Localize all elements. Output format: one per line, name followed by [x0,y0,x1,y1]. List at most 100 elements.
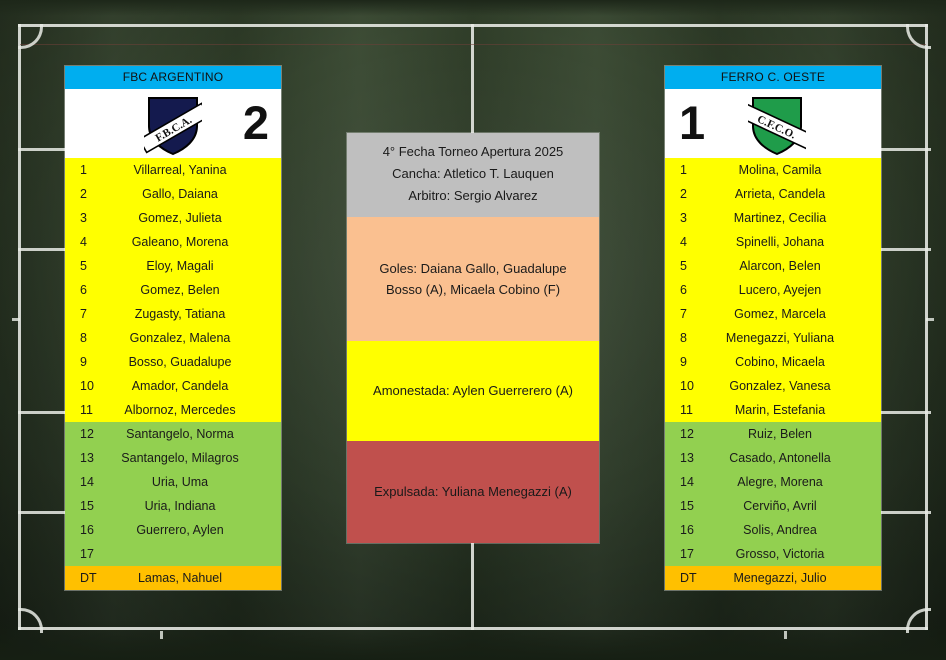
player-number: 4 [80,235,87,249]
pitch-tick-bottom-right [784,631,787,639]
ferro-carril-oeste-crest-icon: C.F.C.O. [739,94,815,156]
player-number: 15 [80,499,94,513]
player-number: 12 [680,427,694,441]
home-team-name: FBC ARGENTINO [65,66,281,89]
player-number: 16 [680,523,694,537]
player-number: 11 [80,403,93,417]
player-number: 6 [80,283,87,297]
player-name: Bosso, Guadalupe [128,355,232,369]
booked-block: Amonestada: Aylen Guerrerero (A) [347,341,599,441]
player-name: Gomez, Marcela [734,307,826,321]
player-number: 7 [680,307,687,321]
player-number: 3 [80,211,87,225]
player-row: 14 Uria, Uma [65,470,281,494]
player-name: Spinelli, Johana [735,235,825,249]
player-row: 13 Santangelo, Milagros [65,446,281,470]
player-number: 4 [680,235,687,249]
player-row: 6 Lucero, Ayejen [665,278,881,302]
home-crest-row: F.B.C.A. 2 [65,89,281,158]
away-crest-row: 1 C.F.C.O. [665,89,881,158]
player-number: 1 [80,163,87,177]
player-name: Uria, Uma [151,475,209,489]
pitch-track-line [20,44,926,45]
player-name: Alarcon, Belen [739,259,821,273]
corner-arc-bottom-right [906,608,931,633]
player-name: Menegazzi, Yuliana [725,331,835,345]
player-number: 17 [80,547,94,561]
pitch-tick-bottom-left [160,631,163,639]
player-name: Lamas, Nahuel [137,571,223,585]
pitch-top-shadow [0,0,946,16]
player-row: 15 Cerviño, Avril [665,494,881,518]
player-row: 8 Menegazzi, Yuliana [665,326,881,350]
player-name: Galeano, Morena [131,235,229,249]
match-fixture: 4° Fecha Torneo Apertura 2025 [382,144,564,159]
player-row: 1 Villarreal, Yanina [65,158,281,182]
player-number: 15 [680,499,694,513]
player-name: Arrieta, Candela [734,187,826,201]
player-row: 9 Bosso, Guadalupe [65,350,281,374]
player-row: DT Menegazzi, Julio [665,566,881,590]
player-number: 8 [80,331,87,345]
player-row: 17 Grosso, Victoria [665,542,881,566]
player-row: 17 [65,542,281,566]
player-name: Ruiz, Belen [748,427,812,441]
player-number: 5 [80,259,87,273]
player-number: 17 [680,547,694,561]
pitch-goalline-left [18,24,21,630]
player-name: Santangelo, Milagros [121,451,239,465]
match-referee: Arbitro: Sergio Alvarez [408,188,538,203]
pitch-goalline-right [925,24,928,630]
player-name: Cerviño, Avril [743,499,817,513]
player-number: DT [680,571,697,585]
player-name: Lucero, Ayejen [738,283,822,297]
player-name: Casado, Antonella [729,451,831,465]
player-row: 5 Eloy, Magali [65,254,281,278]
player-name: Menegazzi, Julio [733,571,827,585]
player-row: 5 Alarcon, Belen [665,254,881,278]
player-name: Gonzalez, Vanesa [729,379,831,393]
player-number: 8 [680,331,687,345]
player-row: 4 Galeano, Morena [65,230,281,254]
player-row: 4 Spinelli, Johana [665,230,881,254]
player-name: Guerrero, Aylen [136,523,224,537]
player-name: Molina, Camila [738,163,822,177]
player-number: 1 [680,163,687,177]
player-number: 14 [80,475,94,489]
player-name: Gomez, Belen [140,283,220,297]
player-number: 5 [680,259,687,273]
player-number: 13 [80,451,94,465]
player-number: 7 [80,307,87,321]
player-number: 3 [680,211,687,225]
match-info-panel: 4° Fecha Torneo Apertura 2025 Cancha: At… [347,133,599,543]
player-row: 1 Molina, Camila [665,158,881,182]
player-name: Eloy, Magali [146,259,214,273]
player-name: Grosso, Victoria [735,547,825,561]
player-name: Gallo, Daiana [142,187,218,201]
player-row: 6 Gomez, Belen [65,278,281,302]
player-number: 9 [80,355,87,369]
goal-area-right [874,248,931,414]
player-number: 12 [80,427,94,441]
player-name: Villarreal, Yanina [133,163,227,177]
player-number: 6 [680,283,687,297]
home-team-panel: FBC ARGENTINO F.B.C.A. 2 1 Villarreal, Ya… [65,66,281,590]
player-number: 11 [680,403,693,417]
player-name: Amador, Candela [131,379,229,393]
player-number: 9 [680,355,687,369]
home-score: 2 [242,96,269,149]
